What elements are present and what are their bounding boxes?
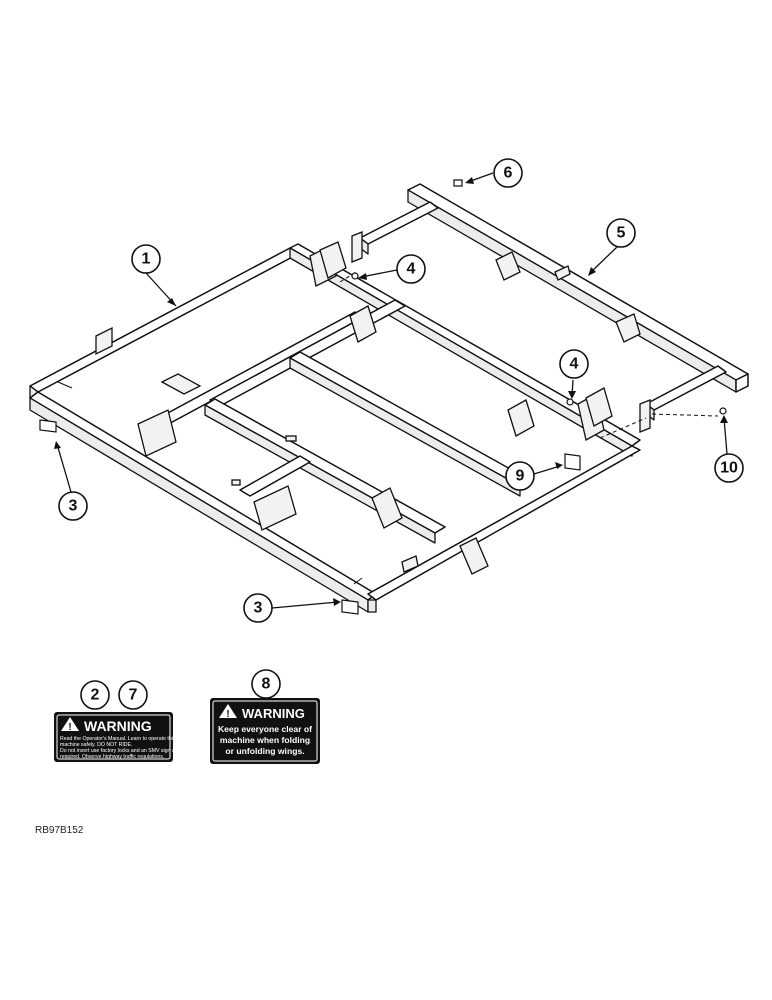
warning-triangle-icon: [219, 704, 237, 718]
decal-3-front: [341, 599, 359, 615]
callout-3-front: 3: [243, 593, 273, 623]
callout-5-label: 5: [617, 225, 626, 242]
callout-9: 9: [505, 461, 535, 491]
callout-7-label: 7: [129, 687, 138, 704]
callout-4-lower-label: 4: [570, 356, 579, 373]
callout-3-front-label: 3: [254, 600, 263, 617]
decal-3-left: [39, 419, 57, 433]
nut-4-lower: [566, 398, 574, 406]
callout-7: 7: [118, 680, 148, 710]
figure-reference: RB97B152: [35, 825, 84, 836]
wing-frame: [351, 183, 749, 433]
callout-5: 5: [606, 218, 636, 248]
warning-large-line-3: or unfolding wings.: [225, 746, 304, 756]
callout-4-upper: 4: [396, 254, 426, 284]
callout-8-label: 8: [262, 676, 271, 693]
callout-3-left: 3: [58, 491, 88, 521]
frame-decals: [39, 179, 727, 615]
svg-text:!: !: [68, 722, 71, 733]
warning-small-line-3: Do not insert use factory locks and an S…: [60, 748, 178, 754]
callout-10-label: 10: [720, 460, 738, 477]
leader-lines: [54, 172, 728, 609]
warning-small-line-4: required. Observe highway traffic regula…: [60, 754, 164, 760]
callout-10: 10: [714, 453, 744, 483]
warning-large-line-1: Keep everyone clear of: [218, 724, 312, 734]
decal-6: [453, 179, 463, 187]
warning-large-heading: WARNING: [242, 706, 305, 721]
warning-triangle-icon: [61, 717, 79, 731]
callout-1: 1: [131, 244, 161, 274]
callout-3-left-label: 3: [69, 498, 78, 515]
callout-6: 6: [493, 158, 523, 188]
callout-4-upper-label: 4: [407, 261, 416, 278]
svg-text:!: !: [226, 709, 229, 720]
warning-small-line-2: machine safely. DO NOT RIDE.: [60, 742, 132, 748]
callout-9-label: 9: [516, 468, 525, 485]
main-frame: [29, 241, 641, 613]
decal-9: [564, 453, 581, 471]
callout-4-lower: 4: [559, 349, 589, 379]
warning-large-line-2: machine when folding: [220, 735, 310, 745]
warning-small-line-1: Read the Operator's Manual. Learn to ope…: [60, 736, 176, 742]
warning-decal-small: ! WARNING Read the Operator's Manual. Le…: [54, 712, 178, 762]
callout-2-label: 2: [91, 687, 100, 704]
callout-1-label: 1: [142, 251, 151, 268]
callout-8: 8: [251, 669, 281, 699]
callout-2: 2: [80, 680, 110, 710]
callout-6-label: 6: [504, 165, 513, 182]
nut-4-upper: [351, 272, 359, 280]
nut-10: [719, 407, 727, 415]
warning-small-heading: WARNING: [84, 718, 152, 734]
warning-decal-large: ! WARNING Keep everyone clear of machine…: [210, 698, 320, 764]
